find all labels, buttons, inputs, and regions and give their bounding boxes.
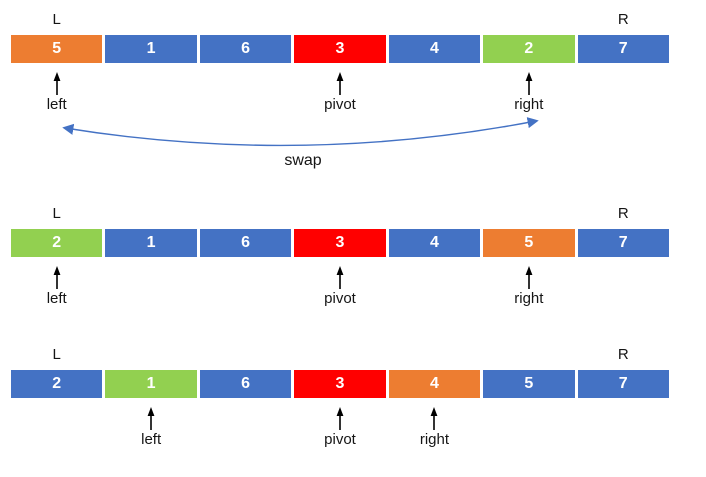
array-bar: 2 1 6 3 4 5 7 [11,229,669,257]
array-cell: 4 [388,229,481,257]
array-cell: 2 [11,229,103,257]
pointer-right: right [402,407,466,448]
pointer-label: right [514,290,544,307]
array-cell: 7 [577,229,669,257]
array-cell: 4 [388,370,481,398]
cell-value: 4 [429,40,439,57]
cell-value: 3 [335,375,345,392]
up-arrow-icon [336,407,344,430]
array-cell: 6 [199,229,292,257]
cell-value: 3 [335,234,345,251]
pointer-label: right [419,431,450,448]
pointer-label: right [514,96,544,113]
up-arrow-icon [525,266,533,289]
array-cell: 3 [294,35,386,63]
pointer-pivot: pivot [308,407,372,448]
up-arrow-icon [53,72,61,95]
pointer-label: pivot [324,431,356,448]
cell-value: 1 [146,234,156,251]
array-cell: 5 [483,370,575,398]
pointer-left: left [119,407,183,448]
left-bound-label: L [52,346,61,363]
up-arrow-icon [336,72,344,95]
cell-value: 4 [429,234,439,251]
array-cell: 5 [483,229,575,257]
cell-value: 7 [618,375,628,392]
cell-value: 2 [52,375,62,392]
cell-value: 7 [618,234,628,251]
up-arrow-icon [147,407,155,430]
pointer-left: left [25,72,89,113]
pointer-pivot: pivot [308,72,372,113]
pointer-left: left [25,266,89,307]
array-cell: 4 [388,35,481,63]
array-cell: 1 [105,370,197,398]
up-arrow-icon [431,407,438,430]
cell-value: 7 [618,40,628,57]
array-cell: 2 [11,370,103,398]
up-arrow-icon [336,266,344,289]
array-cell: 3 [294,229,386,257]
right-bound-label: R [617,346,629,363]
pointer-label: pivot [324,290,356,307]
cell-value: 5 [52,40,62,57]
cell-value: 1 [146,40,156,57]
cell-value: 5 [524,234,534,251]
pointer-right: right [497,72,561,113]
cell-value: 1 [146,375,156,392]
array-cell: 1 [105,229,197,257]
pointer-label: pivot [324,96,356,113]
right-bound-label: R [617,11,629,28]
cell-value: 4 [429,375,439,392]
array-bar: 2 1 6 3 4 5 7 [11,370,669,398]
swap-label: swap [284,152,322,169]
cell-value: 2 [524,40,534,57]
pointer-right: right [497,266,561,307]
pointer-pivot: pivot [308,266,372,307]
array-cell: 5 [11,35,103,63]
cell-value: 6 [241,40,250,57]
pointer-label: left [46,290,67,307]
array-cell: 6 [199,370,292,398]
pointer-label: left [46,96,67,113]
array-cell: 7 [577,35,669,63]
cell-value: 6 [241,234,250,251]
array-cell: 1 [105,35,197,63]
array-bar: 5 1 6 3 4 2 7 [11,35,669,63]
right-bound-label: R [617,205,629,222]
array-cell: 2 [483,35,575,63]
pointer-label: left [141,431,162,448]
left-bound-label: L [52,205,61,222]
cell-value: 3 [335,40,345,57]
array-cell: 7 [577,370,669,398]
left-bound-label: L [52,11,61,28]
array-cell: 3 [294,370,386,398]
array-cell: 6 [199,35,292,63]
cell-value: 5 [524,375,534,392]
cell-value: 2 [52,234,62,251]
up-arrow-icon [53,266,61,289]
up-arrow-icon [525,72,533,95]
cell-value: 6 [241,375,250,392]
